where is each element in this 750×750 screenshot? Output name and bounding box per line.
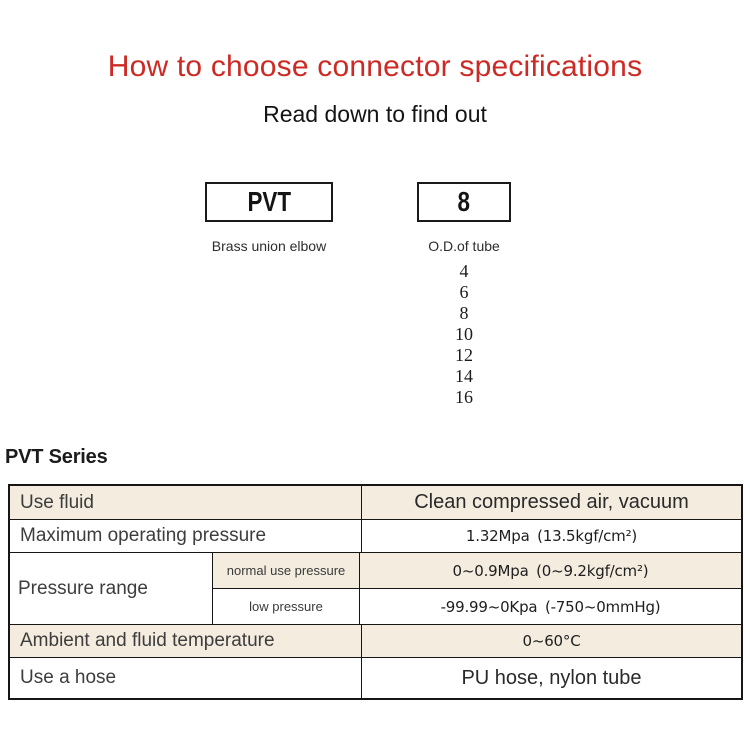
size-code-box: 8 — [417, 182, 511, 222]
pressure-range-subrows: normal use pressure 0~0.9Mpa (0~9.2kgf/c… — [213, 553, 741, 624]
size-option: 8 — [459, 303, 469, 323]
subrow-label: low pressure — [213, 589, 360, 624]
row-label: Pressure range — [10, 553, 213, 624]
page-title: How to choose connector specifications — [107, 50, 643, 83]
size-code: 8 — [457, 186, 471, 217]
row-value: Clean compressed air, vacuum — [414, 491, 689, 513]
size-option: 14 — [455, 366, 473, 386]
table-row-pressure-range: Pressure range normal use pressure 0~0.9… — [10, 552, 741, 624]
size-option: 12 — [455, 345, 473, 365]
model-code: PVT — [247, 186, 291, 217]
model-code-box: PVT — [205, 182, 333, 222]
size-option: 4 — [459, 261, 469, 281]
row-label: Maximum operating pressure — [10, 520, 362, 552]
model-code-caption: Brass union elbow — [211, 238, 327, 254]
size-option: 16 — [455, 387, 473, 407]
table-row-temperature: Ambient and fluid temperature 0~60°C — [10, 624, 741, 657]
table-subrow-normal-pressure: normal use pressure 0~0.9Mpa (0~9.2kgf/c… — [213, 553, 741, 588]
row-value: 1.32Mpa (13.5kgf/cm²) — [465, 527, 638, 545]
row-value: 0~60°C — [522, 632, 581, 650]
row-label: Use a hose — [10, 658, 362, 698]
row-value: PU hose, nylon tube — [461, 666, 642, 689]
subrow-value: 0~0.9Mpa (0~9.2kgf/cm²) — [452, 561, 649, 580]
size-option: 10 — [455, 324, 473, 344]
table-row-hose: Use a hose PU hose, nylon tube — [10, 657, 741, 698]
size-code-caption: O.D.of tube — [428, 238, 500, 254]
table-subrow-low-pressure: low pressure -99.99~0Kpa (-750~0mmHg) — [213, 588, 741, 624]
spec-table: Use fluid Clean compressed air, vacuum M… — [8, 484, 743, 700]
row-label: Use fluid — [10, 486, 362, 519]
table-row-max-pressure: Maximum operating pressure 1.32Mpa (13.5… — [10, 519, 741, 552]
series-heading: PVT Series — [5, 446, 108, 468]
subrow-label: normal use pressure — [213, 553, 360, 588]
size-options-list: 4 6 8 10 12 14 16 — [417, 261, 511, 408]
row-label: Ambient and fluid temperature — [10, 625, 362, 657]
size-option: 6 — [459, 282, 469, 302]
page-subtitle: Read down to find out — [263, 101, 487, 127]
table-row-use-fluid: Use fluid Clean compressed air, vacuum — [10, 486, 741, 519]
subrow-value: -99.99~0Kpa (-750~0mmHg) — [440, 597, 661, 616]
